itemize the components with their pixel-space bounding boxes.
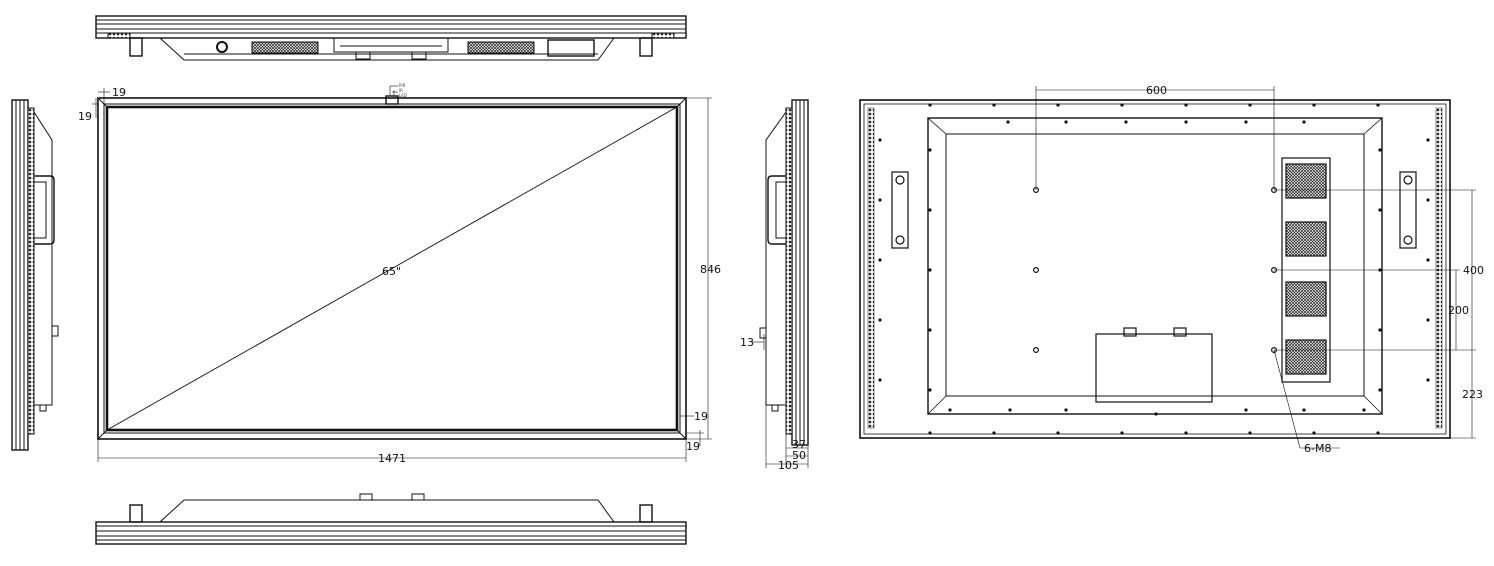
left-side-view	[11, 99, 59, 451]
top-view	[95, 15, 687, 61]
height-dimension: 846	[700, 263, 721, 276]
bezel-right-dimension: 19	[694, 410, 708, 423]
vesa-half-dimension: 200	[1448, 304, 1469, 317]
depth-b-dimension: 50	[792, 449, 806, 462]
bottom-view	[95, 493, 687, 545]
bottom-offset-dimension: 223	[1462, 388, 1483, 401]
rear-view: 600 400 200 223 6-M8	[859, 84, 1484, 455]
diagonal-label: 65"	[382, 265, 401, 278]
offset-dimension: 13	[740, 336, 754, 349]
right-side-view: 13 37 50 105	[740, 99, 809, 472]
depth-a-dimension: 37	[792, 438, 806, 451]
vesa-horizontal-dimension: 600	[1146, 84, 1167, 97]
bezel-top-dimension: 19	[112, 86, 126, 99]
vesa-vertical-dimension: 400	[1463, 264, 1484, 277]
depth-total-dimension: 105	[778, 459, 799, 472]
bezel-left-dimension: 19	[78, 110, 92, 123]
bezel-bottom-dimension: 19	[686, 440, 700, 453]
sensor-label: PIR	[399, 83, 406, 88]
width-dimension: 1471	[378, 452, 406, 465]
diagonal-line	[106, 106, 678, 431]
sensor-label: IR	[399, 88, 403, 93]
sensor-label: LED	[399, 93, 407, 98]
front-view: PIR IR LED 65" 1471 846 19 19 19 19	[78, 83, 721, 465]
mount-holes-label: 6-M8	[1304, 442, 1331, 455]
